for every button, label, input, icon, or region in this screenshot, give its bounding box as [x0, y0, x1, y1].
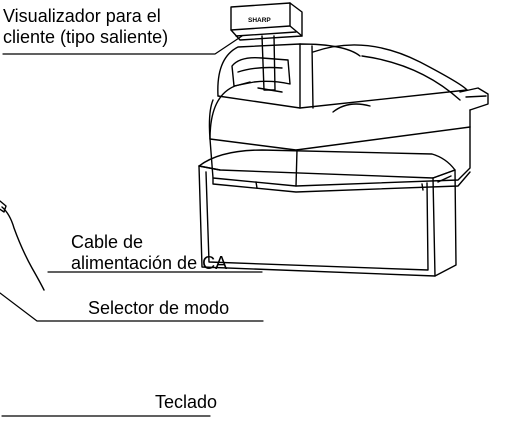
cash-drawer — [198, 149, 457, 277]
display-leader-line — [2, 35, 243, 55]
display-brand-text: SHARP — [248, 17, 271, 24]
leader-lines — [0, 35, 264, 417]
power-cable — [0, 200, 45, 291]
callout-power-cable: Cable de alimentación de CA — [71, 232, 227, 274]
callout-power-cable-line2: alimentación de CA — [71, 253, 228, 273]
callout-power-cable-line1: Cable de — [71, 232, 144, 252]
callout-mode-selector: Selector de modo — [88, 298, 230, 318]
register-body — [208, 43, 489, 193]
selector-leader-line — [0, 292, 264, 322]
callout-customer-display-line1: Visualizador para el — [3, 6, 161, 26]
customer-display-unit — [230, 2, 303, 93]
callout-customer-display: Visualizador para el cliente (tipo salie… — [3, 6, 168, 48]
callout-keyboard: Teclado — [155, 392, 218, 412]
callout-customer-display-line2: cliente (tipo saliente) — [3, 27, 169, 47]
